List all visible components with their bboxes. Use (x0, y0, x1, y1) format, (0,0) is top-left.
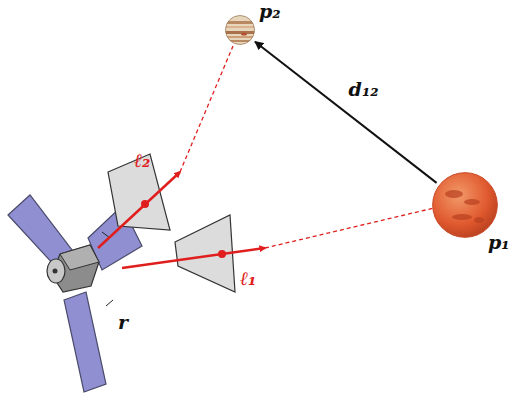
planet-drawing (432, 172, 498, 238)
frame-tick (106, 300, 113, 306)
displacement-arrow (255, 42, 437, 183)
camera-center (141, 200, 149, 208)
line-of-sight (180, 46, 233, 172)
line-of-sight (98, 172, 180, 248)
planet-label: p₁ (488, 232, 510, 253)
planet-spot (445, 190, 463, 198)
planet-node: p₁ (432, 172, 498, 238)
line-of-sight (265, 208, 434, 248)
planet-band (225, 21, 255, 24)
planet-spot (474, 217, 484, 223)
planet-label: p₂ (259, 1, 281, 22)
frame-label: r (118, 312, 128, 333)
antenna-dish (47, 259, 65, 283)
planet-spot (241, 32, 247, 35)
antenna-dish (53, 269, 58, 274)
line-of-sight (122, 248, 265, 268)
planet (226, 16, 255, 45)
line-label: ℓ₂ (134, 150, 150, 171)
edge-label: d₁₂ (349, 79, 379, 100)
planet-spot (452, 214, 472, 220)
solar-panel (64, 292, 106, 392)
planet-spot (464, 199, 480, 205)
planet (433, 173, 498, 238)
camera-center (218, 250, 226, 258)
line-label: ℓ₁ (240, 268, 256, 289)
planet-outline (226, 16, 255, 45)
planet-band (225, 36, 255, 38)
planet-band (225, 31, 255, 34)
planet-node: p₂ (225, 15, 255, 45)
planet-band (225, 26, 255, 28)
planet-drawing (225, 15, 255, 45)
spacecraft-body (60, 245, 99, 270)
